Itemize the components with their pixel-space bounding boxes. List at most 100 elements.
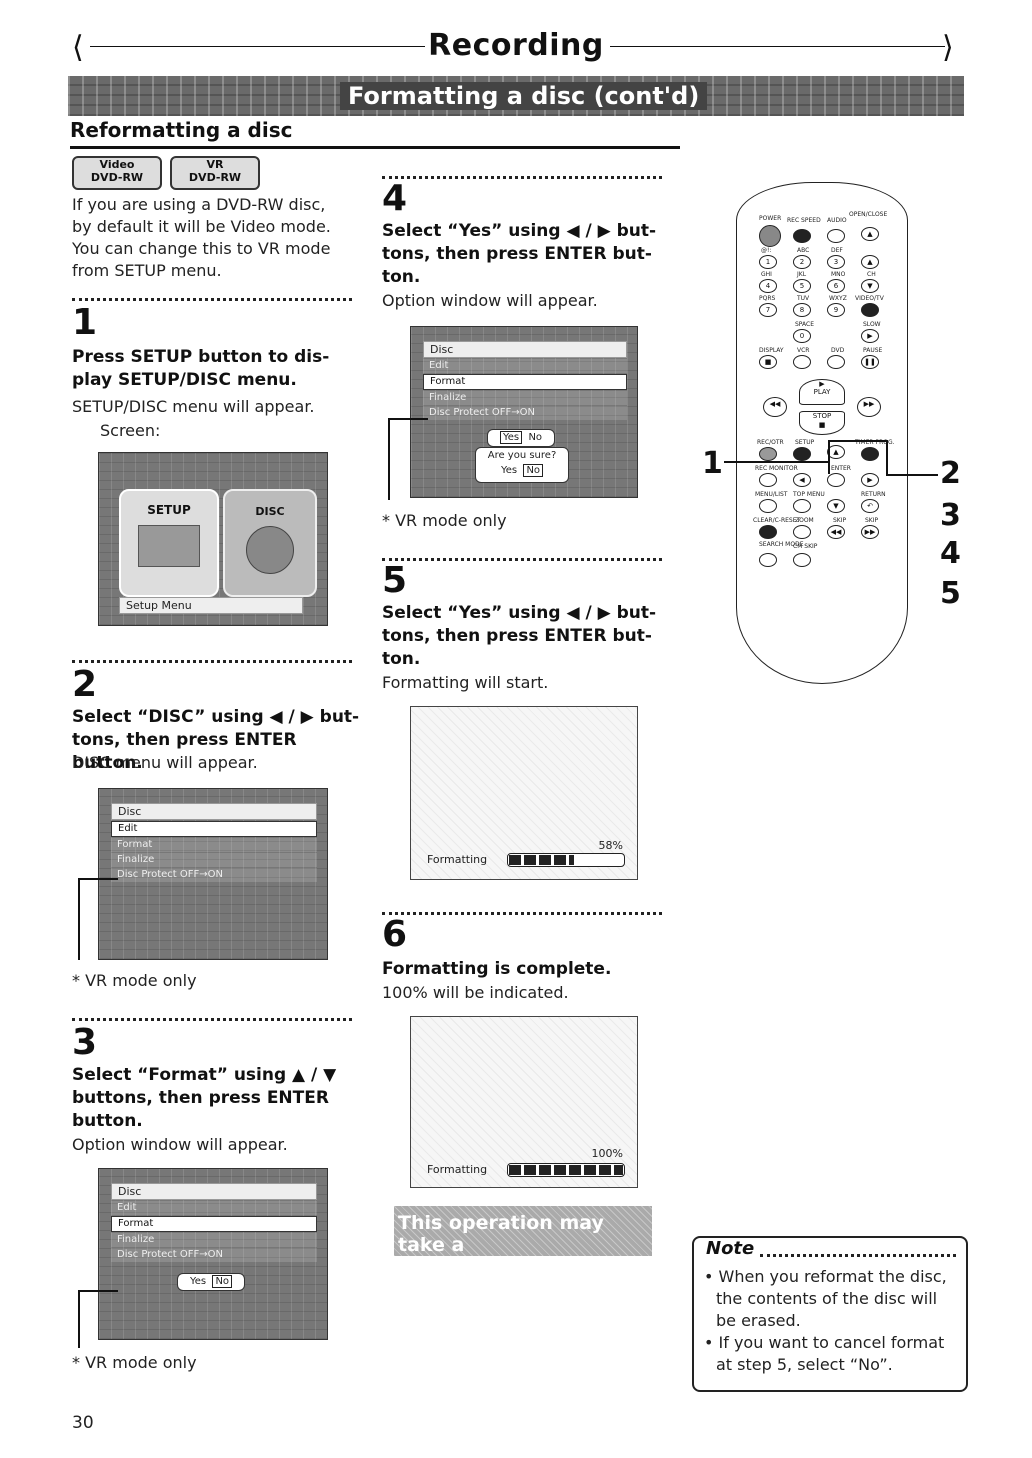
step-3-instruction: Select “Format” using ▲ / ▼buttons, then… <box>72 1065 337 1131</box>
dvd-button[interactable] <box>827 355 845 369</box>
format-option-screen: Disc Edit Format Finalize Disc Protect O… <box>98 1168 328 1340</box>
operation-notice-banner: This operation may take a while to be co… <box>394 1206 652 1278</box>
step-number: 2 <box>72 664 98 705</box>
slow-button[interactable]: ▶ <box>861 329 879 343</box>
key-1-button[interactable]: 1 <box>759 255 777 269</box>
rec-otr-button[interactable] <box>759 447 777 461</box>
step-5-result: Formatting will start. <box>382 673 549 692</box>
step-1-result: SETUP/DISC menu will appear. <box>72 397 315 416</box>
key-9-button[interactable]: 9 <box>827 303 845 317</box>
confirm-screen: Disc Edit Format Finalize Disc Protect O… <box>410 326 638 498</box>
menu-item-format: Format <box>111 838 317 852</box>
page-number: 30 <box>72 1413 94 1433</box>
stop-button[interactable]: STOP■ <box>799 411 845 435</box>
note-divider <box>760 1254 956 1257</box>
note-title: Note <box>706 1238 755 1259</box>
pause-button[interactable]: ❚❚ <box>861 355 879 369</box>
callout-line <box>886 440 888 474</box>
rec-monitor-button[interactable] <box>759 473 777 487</box>
power-button[interactable] <box>759 225 781 247</box>
formatting-100-screen: 100% Formatting <box>410 1016 638 1188</box>
disc-tile: DISC <box>223 489 317 597</box>
skip-back-button[interactable]: ◀◀ <box>827 525 845 539</box>
progress-bar <box>507 853 625 867</box>
step-6-result: 100% will be indicated. <box>382 983 569 1002</box>
key-3-button[interactable]: 3 <box>827 255 845 269</box>
step-divider <box>382 558 662 561</box>
right-arrow-button[interactable]: ▶ <box>861 473 879 487</box>
cm-skip-button[interactable] <box>793 553 811 567</box>
vr-connector <box>78 1290 118 1292</box>
menu-list-button[interactable] <box>759 499 777 513</box>
open-close-button[interactable]: ▲ <box>861 227 879 241</box>
timer-prog-button[interactable] <box>861 447 879 461</box>
progress-fill <box>509 855 575 865</box>
header-rule-left <box>90 46 425 47</box>
page-header-title: Recording <box>428 28 604 63</box>
key-6-button[interactable]: 6 <box>827 279 845 293</box>
step-6-instruction: Formatting is complete. <box>382 959 612 979</box>
step-2-instruction: Select “DISC” using ◀ / ▶ but-tons, then… <box>72 707 360 773</box>
vr-connector <box>388 418 428 420</box>
confirm-popup: Yes No <box>177 1273 245 1291</box>
skip-forward-button[interactable]: ▶▶ <box>861 525 879 539</box>
intro-text: If you are using a DVD-RW disc, by defau… <box>72 195 331 280</box>
vr-connector <box>78 878 80 960</box>
enter-button[interactable] <box>827 473 845 487</box>
setup-button[interactable] <box>793 447 811 461</box>
callout-1: 1 <box>702 446 723 481</box>
up-arrow-button[interactable]: ▲ <box>827 445 845 459</box>
header-bracket-left: ⟨ <box>72 30 84 65</box>
key-0-button[interactable]: 0 <box>793 329 811 343</box>
left-arrow-button[interactable]: ◀ <box>793 473 811 487</box>
audio-button[interactable] <box>827 229 845 243</box>
channel-up-button[interactable]: ▲ <box>861 255 879 269</box>
step-divider <box>72 298 352 301</box>
callout-4: 4 <box>940 536 961 571</box>
step-divider <box>382 176 662 179</box>
step-number: 5 <box>382 560 408 601</box>
vr-mode-note: * VR mode only <box>382 511 507 530</box>
step-1-instruction: Press SETUP button to dis-play SETUP/DIS… <box>72 347 330 390</box>
zoom-button[interactable] <box>793 525 811 539</box>
down-arrow-button[interactable]: ▼ <box>827 499 845 513</box>
key-2-button[interactable]: 2 <box>793 255 811 269</box>
channel-down-button[interactable]: ▼ <box>861 279 879 293</box>
rec-speed-button[interactable] <box>793 229 811 243</box>
callout-line <box>828 440 888 442</box>
callout-2: 2 <box>940 456 961 491</box>
return-button[interactable]: ↶ <box>861 499 879 513</box>
step-3-result: Option window will appear. <box>72 1135 288 1154</box>
vr-connector <box>78 878 118 880</box>
display-button[interactable]: ■ <box>759 355 777 369</box>
disc-menu-header: Disc <box>111 803 317 820</box>
step-divider <box>72 1018 352 1021</box>
step-number: 3 <box>72 1022 98 1063</box>
step-1-screen-label: Screen: <box>100 421 161 440</box>
formatting-58-screen: 58% Formatting <box>410 706 638 880</box>
top-menu-button[interactable] <box>793 499 811 513</box>
key-8-button[interactable]: 8 <box>793 303 811 317</box>
vr-mode-note: * VR mode only <box>72 971 197 990</box>
progress-bar <box>507 1163 625 1177</box>
search-mode-button[interactable] <box>759 553 777 567</box>
vcr-button[interactable] <box>793 355 811 369</box>
setup-icon <box>138 525 200 567</box>
setup-menu-caption: Setup Menu <box>119 597 303 614</box>
header-bracket-right: ⟩ <box>942 30 954 65</box>
rewind-button[interactable]: ◀◀ <box>763 397 787 417</box>
clear-button[interactable] <box>759 525 777 539</box>
key-4-button[interactable]: 4 <box>759 279 777 293</box>
fast-forward-button[interactable]: ▶▶ <box>857 397 881 417</box>
menu-item-disc-protect: Disc Protect OFF→ON <box>111 868 317 882</box>
disc-menu-screen: Disc Edit Format Finalize Disc Protect O… <box>98 788 328 960</box>
play-button[interactable]: ▶PLAY <box>799 379 845 405</box>
note-box: Note • When you reformat the disc, the c… <box>692 1236 968 1392</box>
key-5-button[interactable]: 5 <box>793 279 811 293</box>
progress-percent: 58% <box>598 839 623 852</box>
key-7-button[interactable]: 7 <box>759 303 777 317</box>
video-tv-button[interactable] <box>861 303 879 317</box>
progress-label: Formatting <box>427 853 488 866</box>
vr-mode-note: * VR mode only <box>72 1353 197 1372</box>
section-title: Reformatting a disc <box>70 118 293 142</box>
